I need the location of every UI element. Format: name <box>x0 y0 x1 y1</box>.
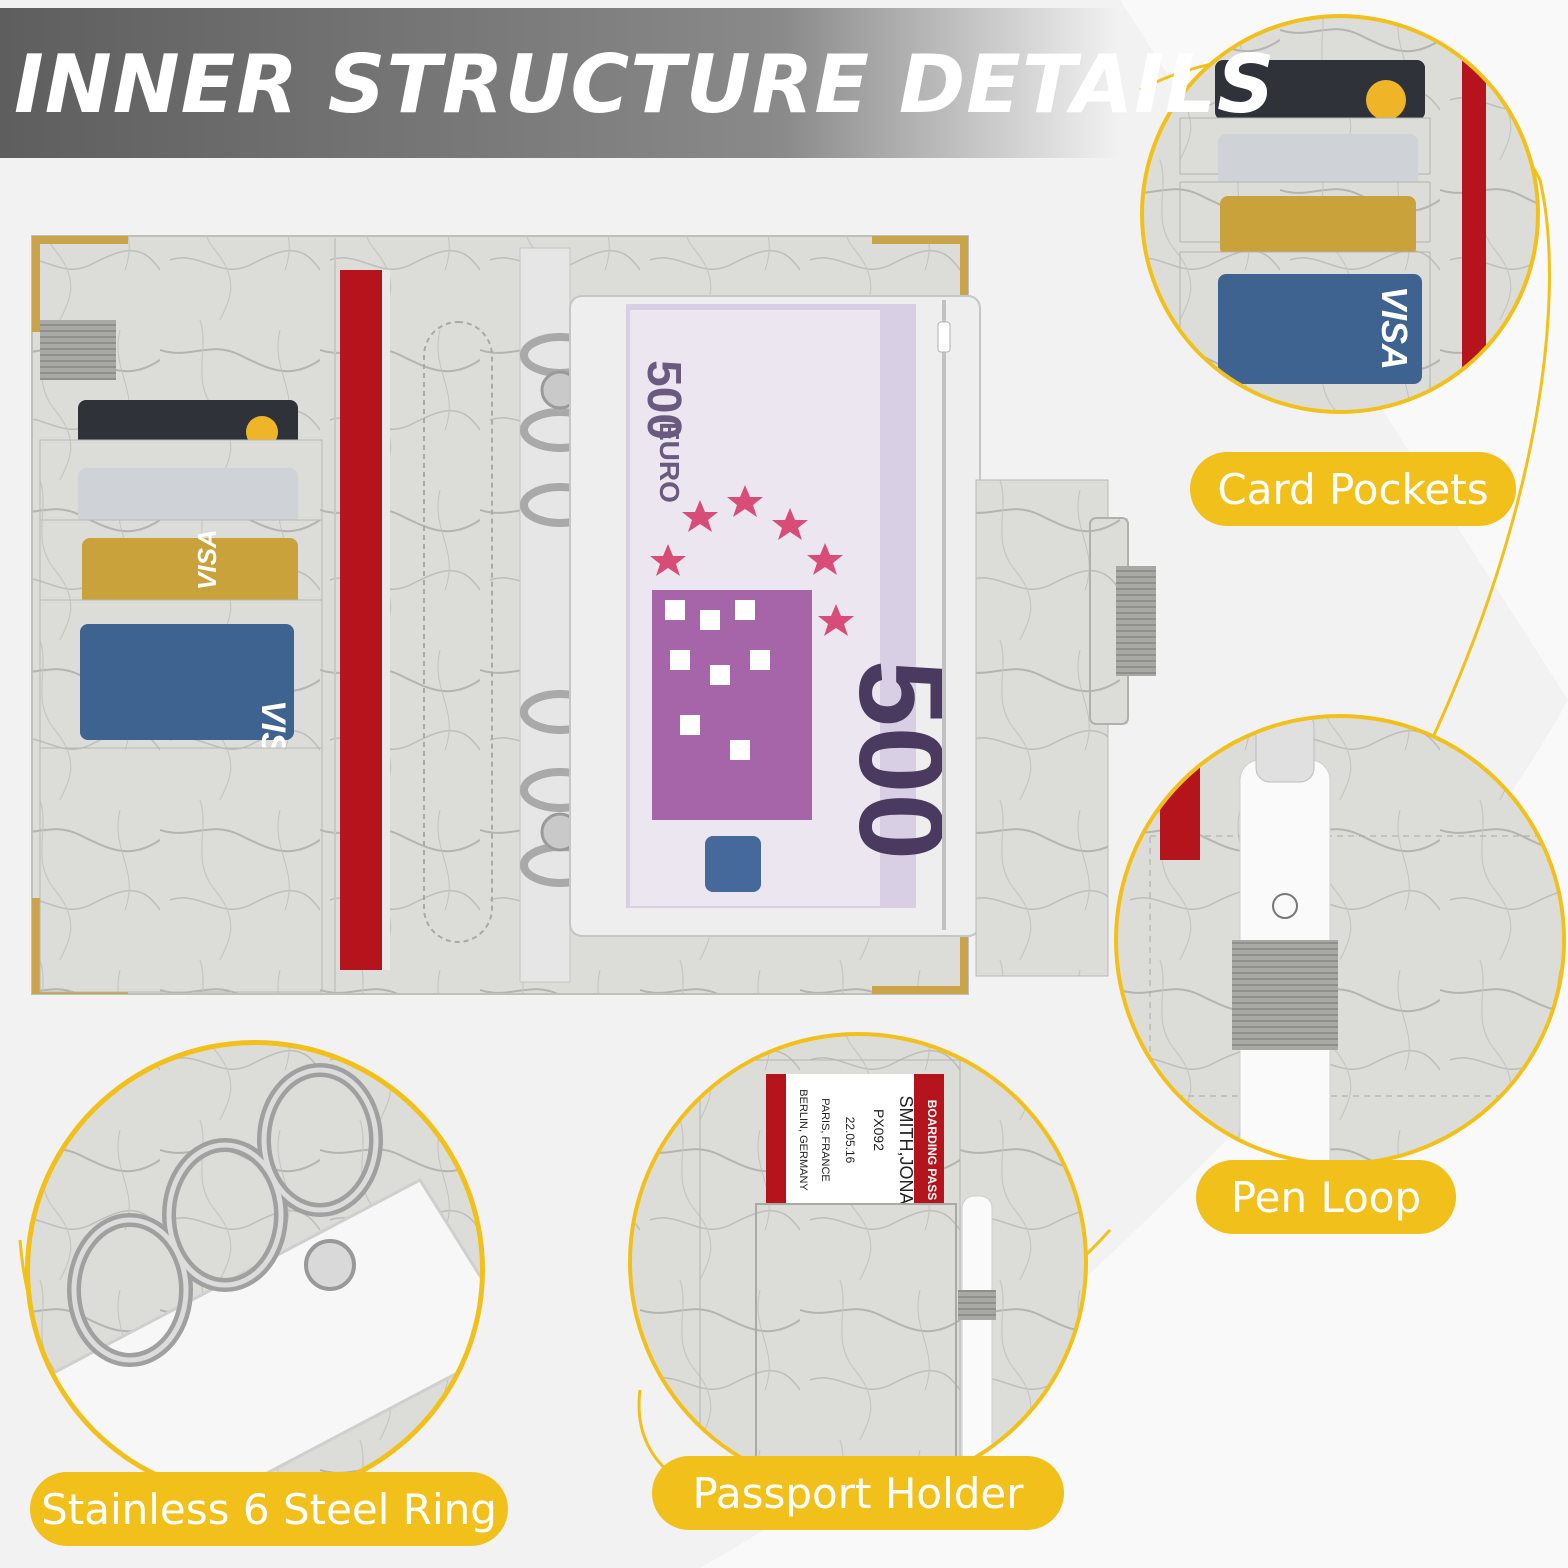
detail-card-visa-label: VISA <box>1374 286 1415 370</box>
open-binder-illustration: VISA VISA <box>31 235 1156 995</box>
passport-holder-label: Passport Holder <box>652 1456 1064 1530</box>
card-visa-label: VISA <box>192 529 222 590</box>
boarding-pass-header: BOARDING PASS <box>925 1100 939 1200</box>
steel-ring-detail <box>25 1040 485 1500</box>
title-banner: INNER STRUCTURE DETAILS <box>0 8 1275 158</box>
passport-holder-detail: BOARDING PASS SMITH,JONA PX092 22.05.16 … <box>628 1032 1088 1492</box>
card-pockets-label: Card Pockets <box>1190 452 1516 526</box>
boarding-pass-from: PARIS, FRANCE <box>819 1098 831 1182</box>
steel-ring-label: Stainless 6 Steel Ring <box>30 1472 508 1546</box>
pen-loop-detail <box>1114 714 1566 1166</box>
banknote-value-large: 500 <box>834 660 968 860</box>
boarding-pass-date: 22.05.16 <box>843 1117 857 1164</box>
banknote-value-small: 500 <box>637 360 690 440</box>
boarding-pass-flight: PX092 <box>871 1109 887 1151</box>
pen-loop-label: Pen Loop <box>1196 1160 1456 1234</box>
boarding-pass-to: BERLIN, GERMANY <box>797 1089 809 1191</box>
banknote-currency: EURO <box>654 422 685 503</box>
page-title: INNER STRUCTURE DETAILS <box>14 38 1276 131</box>
boarding-pass-passenger: SMITH,JONA <box>896 1095 916 1204</box>
